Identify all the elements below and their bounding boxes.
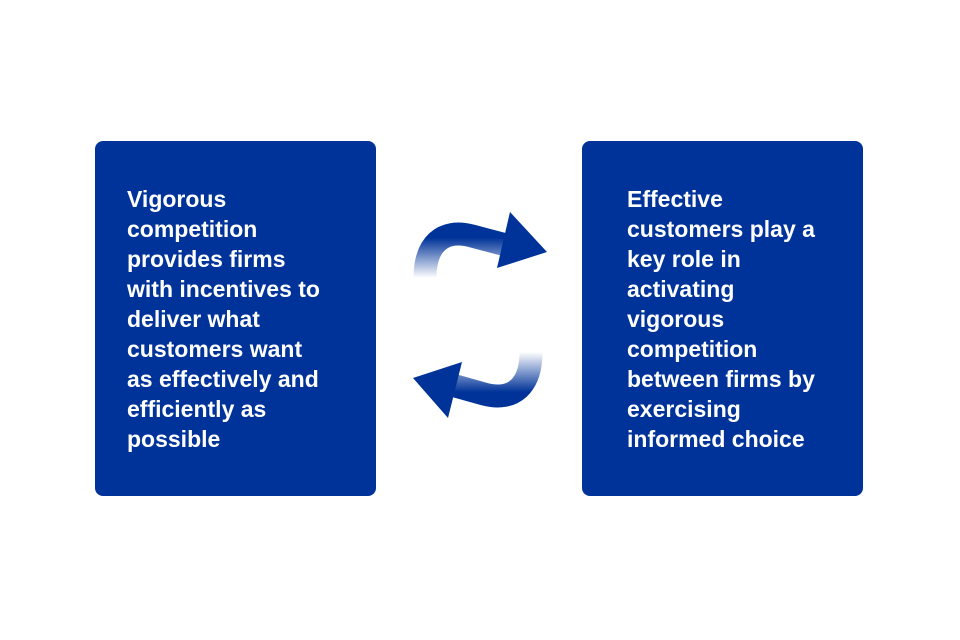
competition-box: Vigorous competition provides firms with… bbox=[95, 141, 376, 496]
arrow-left-icon bbox=[413, 351, 543, 418]
competition-text: Vigorous competition provides firms with… bbox=[127, 186, 320, 452]
customers-text: Effective customers play a key role in a… bbox=[627, 186, 815, 452]
customers-box: Effective customers play a key role in a… bbox=[582, 141, 863, 496]
arrow-right-icon bbox=[413, 212, 547, 279]
